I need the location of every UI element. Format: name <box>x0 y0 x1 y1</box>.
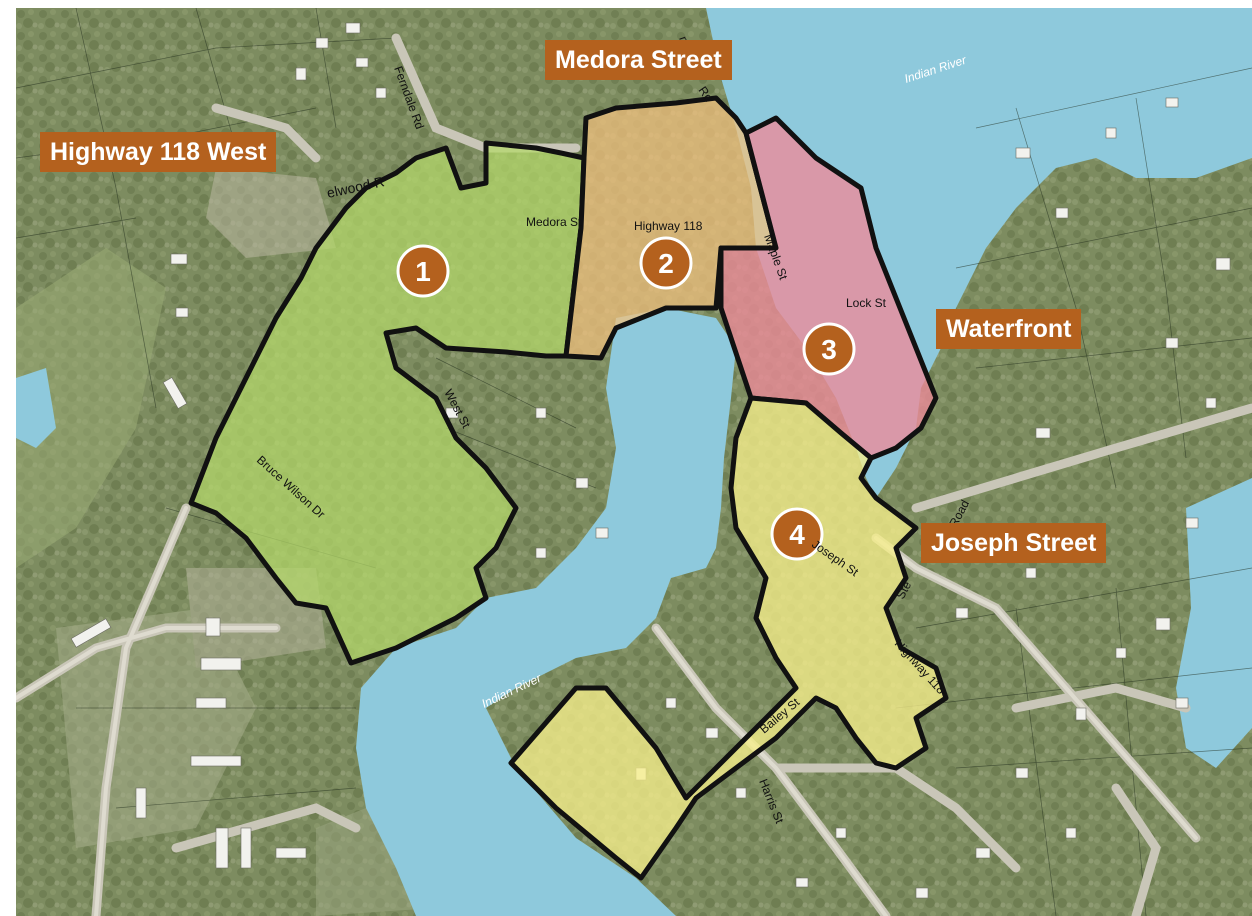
zone-3-waterfront[interactable] <box>718 115 939 461</box>
zone-1-highway-118-west[interactable] <box>188 140 587 666</box>
district-number-2: 2 <box>658 248 674 279</box>
roads <box>16 33 1252 916</box>
district-marker-4[interactable]: 4 <box>770 507 824 561</box>
street-label-highway-118-center: Highway 118 <box>634 219 703 233</box>
map-container[interactable]: 1 2 3 4 Ferndale Rd elwood R Medora St H… <box>16 8 1252 916</box>
district-banner-waterfront[interactable]: Waterfront <box>936 309 1082 349</box>
district-number-4: 4 <box>789 519 805 550</box>
district-marker-2[interactable]: 2 <box>639 236 693 290</box>
street-label-lock: Lock St <box>846 296 887 310</box>
buildings <box>70 22 1231 899</box>
district-number-3: 3 <box>821 334 837 365</box>
district-marker-1[interactable]: 1 <box>396 244 450 298</box>
parcel-lines <box>16 8 1252 916</box>
map-canvas[interactable]: 1 2 3 4 Ferndale Rd elwood R Medora St H… <box>16 8 1252 916</box>
district-banner-highway-118-west[interactable]: Highway 118 West <box>40 132 277 172</box>
district-number-1: 1 <box>415 256 431 287</box>
district-banner-medora-street[interactable]: Medora Street <box>545 40 732 80</box>
district-banner-joseph-street[interactable]: Joseph Street <box>921 523 1107 563</box>
district-marker-3[interactable]: 3 <box>802 322 856 376</box>
zone-4-joseph-street[interactable] <box>508 395 949 881</box>
street-label-medora: Medora St <box>526 215 582 229</box>
